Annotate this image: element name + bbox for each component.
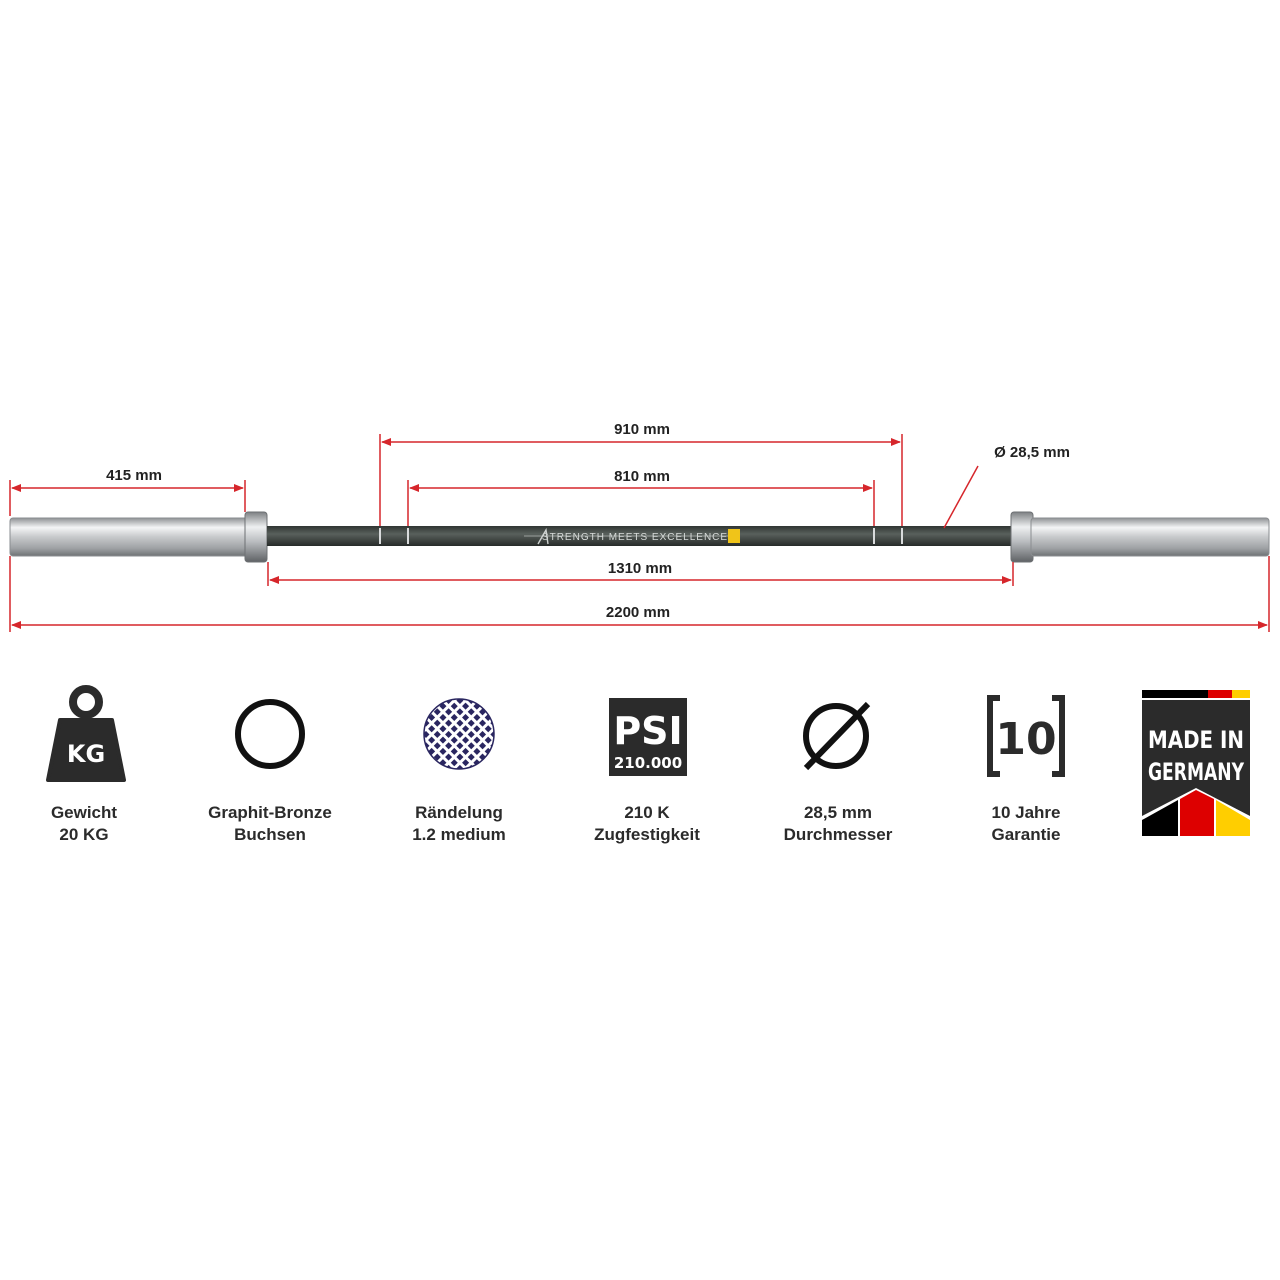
engraving-text: STRENGTH MEETS EXCELLENCE: [542, 532, 728, 543]
svg-text:MADE IN: MADE IN: [1148, 726, 1244, 754]
feature-knurling: Rändelung 1.2 medium: [369, 680, 549, 846]
dimension-lines: [9, 434, 1270, 632]
bar-engraving: STRENGTH MEETS EXCELLENCE: [524, 527, 740, 545]
engraving-flag: [728, 529, 740, 543]
feature-weight: KG Gewicht 20 KG: [0, 680, 174, 846]
svg-text:PSI: PSI: [613, 709, 682, 753]
feature-weight-line2: 20 KG: [59, 825, 109, 844]
diameter-icon: [803, 701, 871, 771]
feature-tensile-line1: 210 K: [624, 803, 670, 822]
feature-knurling-line1: Rändelung: [415, 803, 503, 822]
dim-415-label: 415 mm: [106, 467, 162, 484]
made-in-germany-badge-icon: MADE IN GERMANY: [1142, 690, 1250, 836]
barbell-diagram: STRENGTH MEETS EXCELLENCE 415 mm 910 mm …: [9, 421, 1270, 632]
feature-knurling-line2: 1.2 medium: [412, 825, 506, 844]
knurl-marks: [379, 528, 903, 544]
engraving-logo: [537, 527, 549, 545]
dim-810-label: 810 mm: [614, 468, 670, 485]
barbell: STRENGTH MEETS EXCELLENCE: [9, 511, 1270, 563]
svg-text:KG: KG: [67, 740, 105, 768]
feature-tensile: PSI 210.000 210 K Zugfestigkeit: [557, 680, 737, 846]
svg-text:GERMANY: GERMANY: [1148, 758, 1244, 786]
left-collar: [244, 511, 268, 563]
left-sleeve: [9, 517, 249, 557]
feature-warranty: 10 10 Jahre Garantie: [936, 680, 1116, 846]
diameter-leader-line: [943, 465, 979, 529]
diameter-label: Ø 28,5 mm: [994, 444, 1070, 461]
dim-2200-label: 2200 mm: [606, 604, 670, 621]
feature-bushings: Graphit-Bronze Buchsen: [180, 680, 360, 846]
feature-bushings-line2: Buchsen: [234, 825, 306, 844]
ring-icon: [235, 699, 305, 769]
feature-diameter-line2: Durchmesser: [783, 825, 893, 844]
right-sleeve: [1030, 517, 1270, 557]
feature-diameter-line1: 28,5 mm: [803, 803, 873, 822]
svg-text:10: 10: [995, 714, 1056, 765]
svg-text:210.000: 210.000: [614, 754, 682, 772]
dim-1310-label: 1310 mm: [608, 560, 672, 577]
kettlebell-kg-icon: KG: [46, 685, 126, 782]
feature-diameter: 28,5 mm Durchmesser: [748, 680, 928, 846]
psi-badge-icon: PSI 210.000: [609, 698, 687, 776]
warranty-10-icon: 10: [987, 695, 1065, 777]
feature-tensile-line2: Zugfestigkeit: [594, 825, 700, 844]
feature-warranty-line1: 10 Jahre: [991, 803, 1061, 822]
feature-warranty-line2: Garantie: [991, 825, 1061, 844]
right-collar: [1010, 511, 1034, 563]
knurling-pattern-icon: [423, 698, 495, 770]
dim-910-label: 910 mm: [614, 421, 670, 438]
feature-bushings-line1: Graphit-Bronze: [208, 803, 332, 822]
feature-weight-line1: Gewicht: [50, 803, 118, 822]
